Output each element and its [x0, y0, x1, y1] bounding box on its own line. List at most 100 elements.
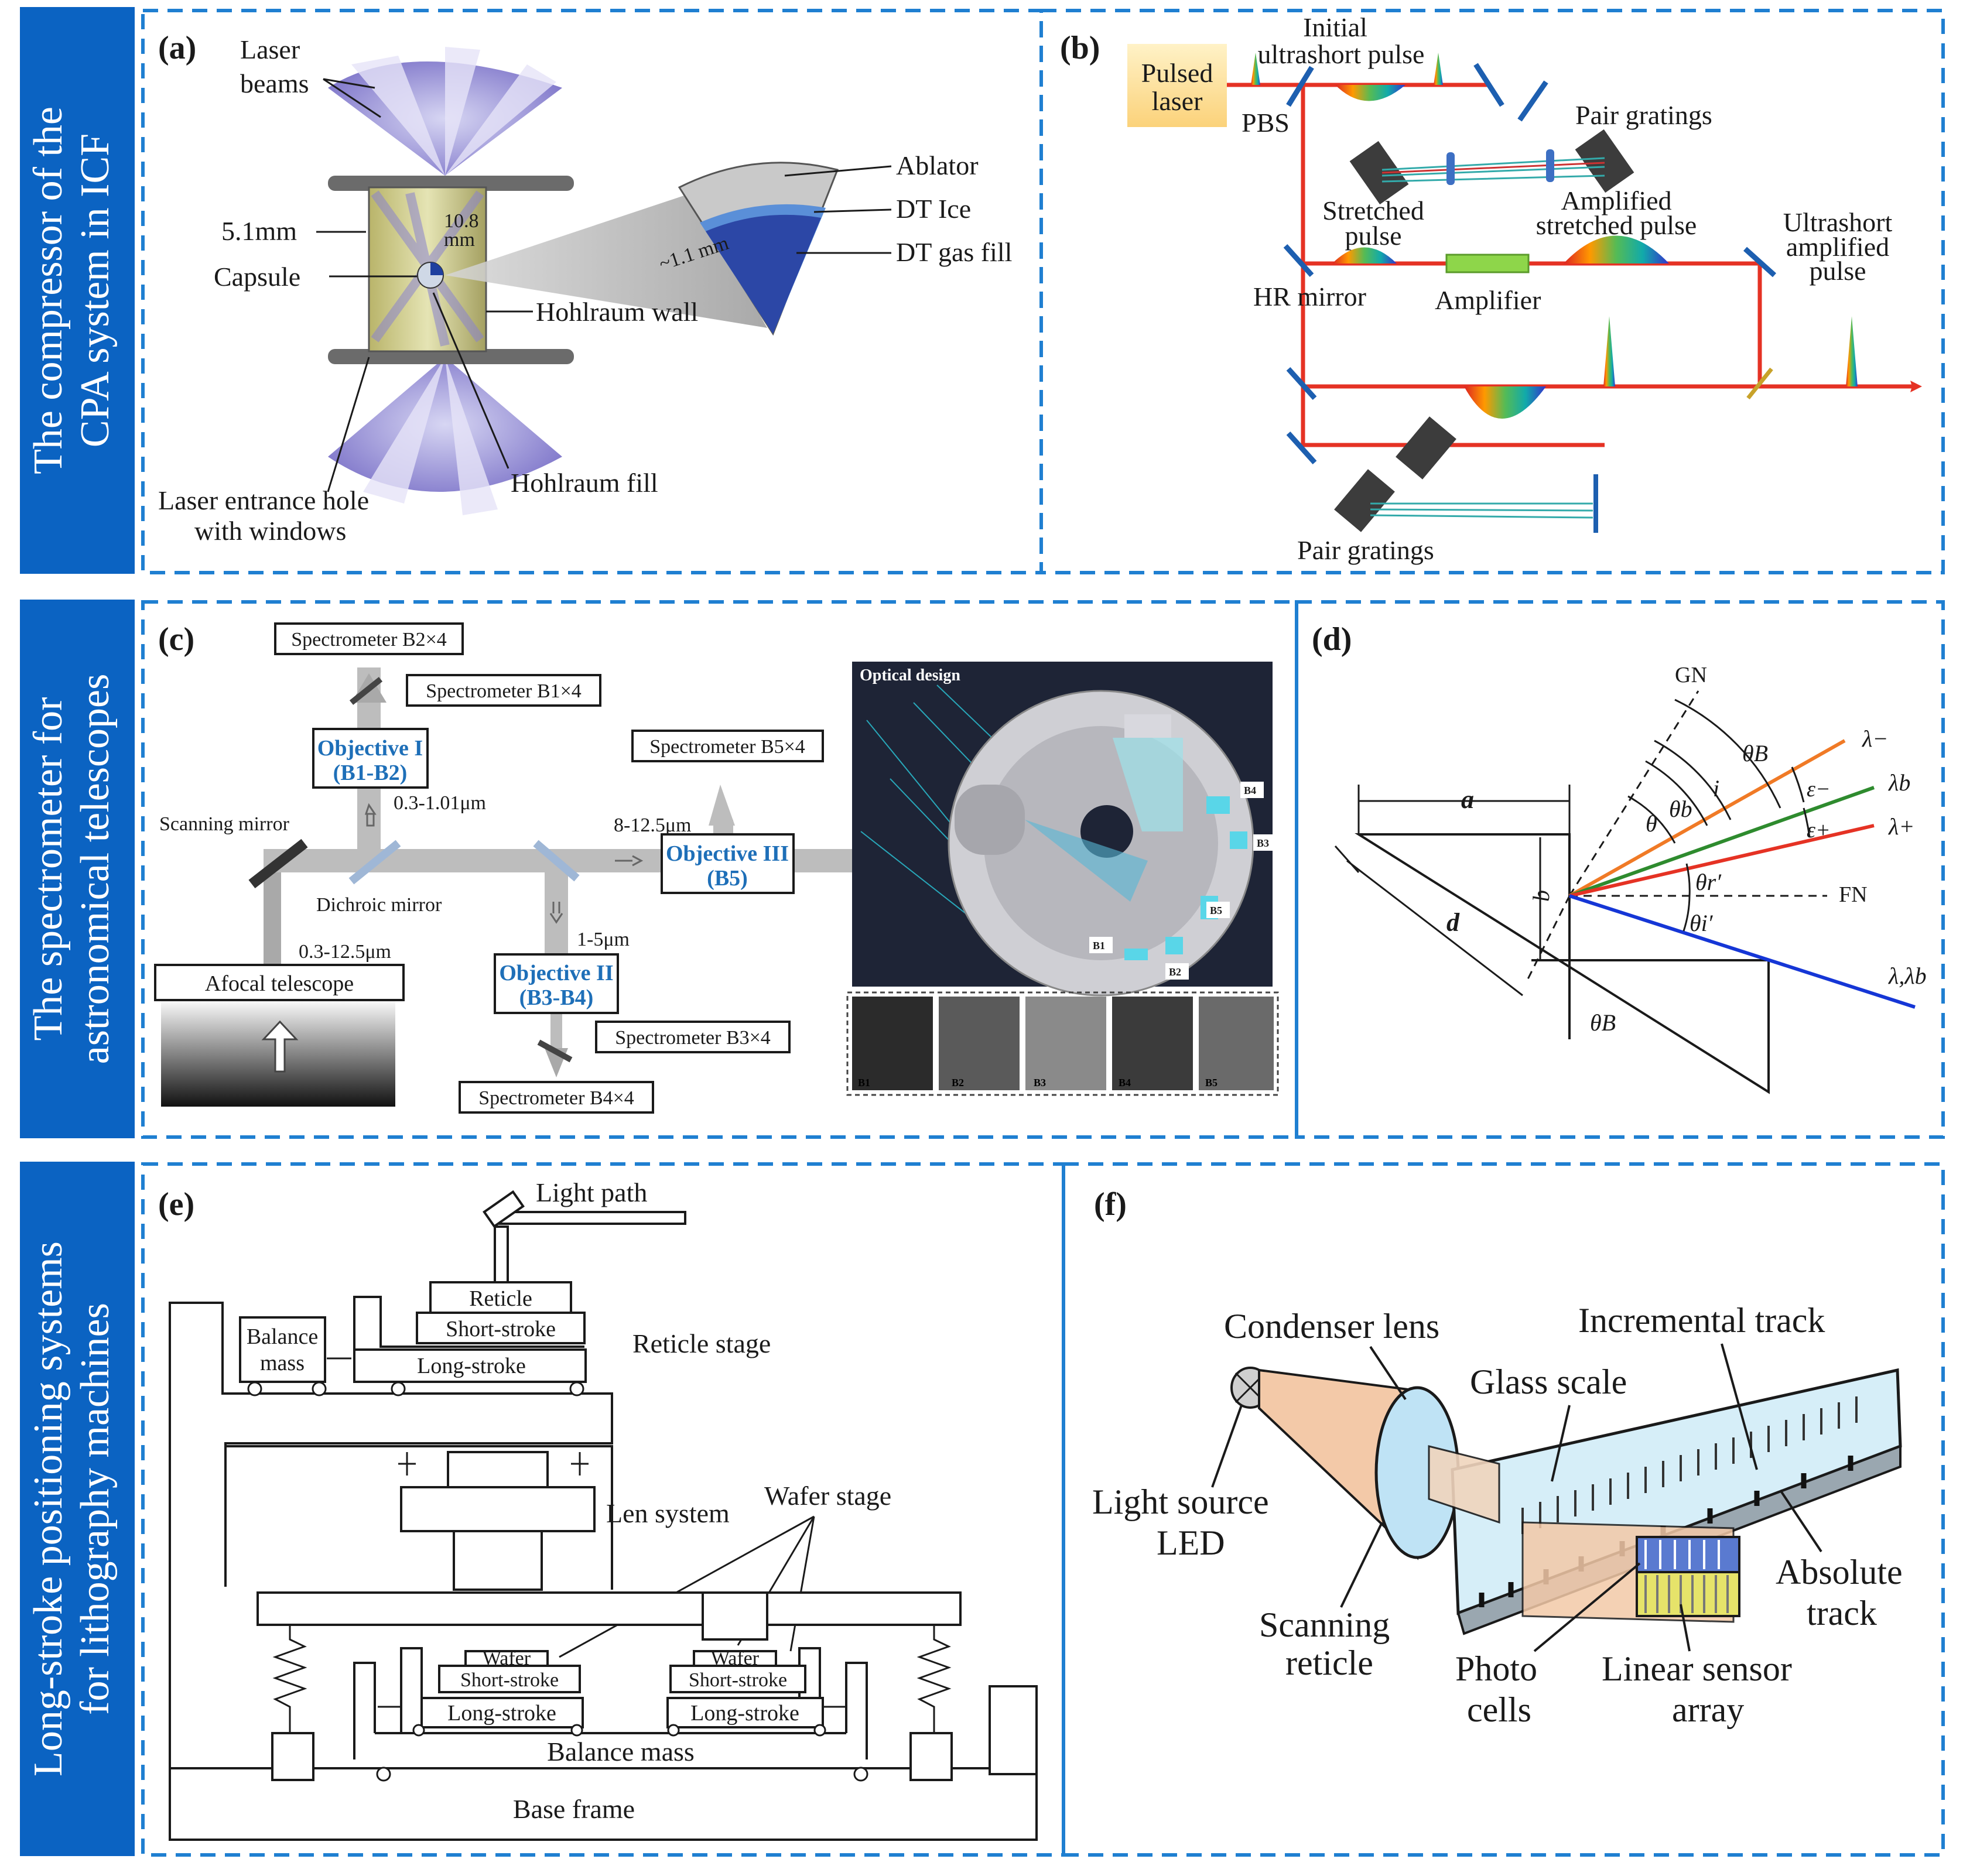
- label-spec-b1: Spectrometer B1×4: [426, 680, 582, 702]
- label-theta-r: θr′: [1695, 869, 1722, 895]
- label-absolute-2: track: [1807, 1594, 1877, 1632]
- band-lithography-line1: Long-stroke positioning systems: [26, 1241, 71, 1776]
- label-light-1: Light source: [1092, 1483, 1269, 1521]
- label-fn: FN: [1839, 882, 1868, 907]
- label-long-stroke: Long-stroke: [417, 1354, 526, 1378]
- label-theta: θ: [1646, 810, 1657, 837]
- label-spec-b4: Spectrometer B4×4: [478, 1087, 634, 1109]
- band-lithography: Long-stroke positioning systems for lith…: [20, 1162, 135, 1856]
- label-reticle: Reticle: [469, 1286, 532, 1311]
- label-linear-2: array: [1672, 1690, 1744, 1729]
- optical-label-b5: B5: [1210, 905, 1222, 916]
- label-dt-gas: DT gas fill: [896, 237, 1012, 267]
- label-thetaB-bottom: θB: [1590, 1009, 1616, 1036]
- label-ultra-2: amplified: [1786, 232, 1889, 262]
- label-entrance-1: Laser entrance hole: [158, 485, 369, 515]
- label-theta-i: θi′: [1690, 910, 1714, 936]
- panel-a-border: [141, 9, 1043, 574]
- scanning-mirror: [248, 838, 308, 889]
- band-spectrometer-line1: The spectrometer for: [26, 697, 71, 1041]
- dichroic-mirror-1: [348, 840, 401, 885]
- label-photo-1: Photo: [1455, 1649, 1537, 1688]
- label-dt-ice: DT Ice: [896, 194, 971, 224]
- label-hohlraum-fill: Hohlraum fill: [511, 468, 658, 498]
- label-short-stroke: Short-stroke: [446, 1317, 556, 1341]
- label-balance-mass-2: mass: [260, 1351, 305, 1375]
- panel-b-tag: (b): [1060, 30, 1100, 66]
- label-10-8: 10.8: [444, 210, 479, 232]
- label-d: d: [1446, 908, 1460, 937]
- label-spec-b3: Spectrometer B3×4: [615, 1027, 771, 1049]
- label-amplifier: Amplifier: [1435, 285, 1541, 315]
- band-cpa-line2: CPA system in ICF: [73, 133, 118, 447]
- panel-d-border: [1295, 600, 1945, 1139]
- label-long-stroke-right: Long-stroke: [690, 1701, 799, 1726]
- photo-strip: B1 B2 B3 B4 B5: [852, 997, 1274, 1090]
- label-range-03-101: 0.3-1.01μm: [394, 792, 486, 814]
- label-eps-plus: ε+: [1807, 818, 1831, 843]
- panel-b-border: [1039, 9, 1945, 574]
- label-obj1-2: (B1-B2): [333, 761, 408, 785]
- pulsed-laser-2: laser: [1152, 86, 1203, 116]
- panel-b: (b) Pulsed laser Initial ultrashort puls…: [1060, 12, 1922, 565]
- band-cpa: The compressor of the CPA system in ICF: [20, 7, 135, 574]
- grating-bottom-right: [1396, 416, 1456, 480]
- ray-lambda-b: [1568, 786, 1875, 898]
- label-lam-plus: λ+: [1888, 813, 1914, 840]
- amplifier-rod: [1445, 254, 1530, 273]
- label-pbs: PBS: [1242, 108, 1290, 138]
- grating-top-left: [1349, 141, 1409, 205]
- amplified-stretched-pulse: [1564, 235, 1669, 263]
- label-laser: Laser: [240, 35, 300, 64]
- label-wafer-stage: Wafer stage: [764, 1481, 891, 1511]
- panel-d-tag: (d): [1312, 621, 1352, 658]
- label-short-stroke-left: Short-stroke: [460, 1669, 559, 1691]
- panel-e-tag: (e): [158, 1186, 194, 1223]
- label-lam-minus: λ−: [1862, 725, 1888, 752]
- band-spectrometer-line2: astronomical telescopes: [73, 674, 118, 1064]
- reticle-frame: [169, 1302, 613, 1840]
- label-light-path: Light path: [536, 1177, 647, 1207]
- panel-e: (e) Light path Reticle Short-stroke Long…: [158, 1177, 1038, 1841]
- label-beams: beams: [240, 69, 309, 98]
- label-theta-B: θB: [1742, 740, 1768, 766]
- label-range-03-125: 0.3-12.5μm: [299, 941, 391, 963]
- label-balance-mass-bottom: Balance mass: [547, 1737, 695, 1767]
- panel-f-tag: (f): [1094, 1186, 1127, 1223]
- label-optical-design: Optical design: [860, 666, 960, 684]
- label-base-frame: Base frame: [513, 1794, 635, 1824]
- label-reticle-stage: Reticle stage: [632, 1329, 771, 1358]
- pulsed-laser-box: [1127, 44, 1227, 127]
- band-lithography-line2: for lithography machines: [73, 1303, 118, 1715]
- label-obj3-1: Objective III: [666, 841, 789, 866]
- label-hohlraum-wall: Hohlraum wall: [536, 297, 698, 327]
- initial-pulse-1: Initial: [1303, 12, 1367, 42]
- label-amp-str-1: Amplified: [1561, 186, 1671, 215]
- label-lam-lamb: λ,λb: [1888, 963, 1927, 989]
- panel-c-border: [141, 600, 1298, 1139]
- ray-incident: [1569, 894, 1916, 1009]
- label-scanning-2: reticle: [1285, 1644, 1373, 1682]
- optical-label-b4: B4: [1244, 785, 1256, 796]
- panel-a-tag: (a): [158, 30, 196, 66]
- label-light-2: LED: [1157, 1524, 1225, 1562]
- label-10-8-mm: mm: [444, 229, 475, 251]
- label-absolute-1: Absolute: [1776, 1553, 1903, 1591]
- label-hr-mirror: HR mirror: [1253, 282, 1366, 311]
- ray-lambda-plus: [1569, 824, 1875, 898]
- optical-label-b3: B3: [1257, 837, 1269, 849]
- label-long-stroke-left: Long-stroke: [447, 1701, 556, 1726]
- grating-bottom-left: [1334, 469, 1395, 532]
- linear-sensor-array: [1636, 1571, 1740, 1617]
- band-cpa-line1: The compressor of the: [26, 107, 71, 474]
- label-obj1-1: Objective I: [317, 736, 423, 761]
- panel-c: (c) Afocal telescope Spectrometer B2×4 S…: [154, 621, 1279, 1114]
- label-dichroic-mirror: Dichroic mirror: [316, 894, 442, 916]
- label-lam-b: λb: [1888, 769, 1910, 796]
- initial-pulse-2: ultrashort pulse: [1258, 39, 1425, 69]
- label-scanning-mirror: Scanning mirror: [159, 813, 290, 835]
- label-amp-str-2: stretched pulse: [1536, 210, 1697, 240]
- label-b: b: [1528, 890, 1554, 902]
- panel-f: (f) Condenser lens Incremental track Gla…: [1092, 1186, 1903, 1729]
